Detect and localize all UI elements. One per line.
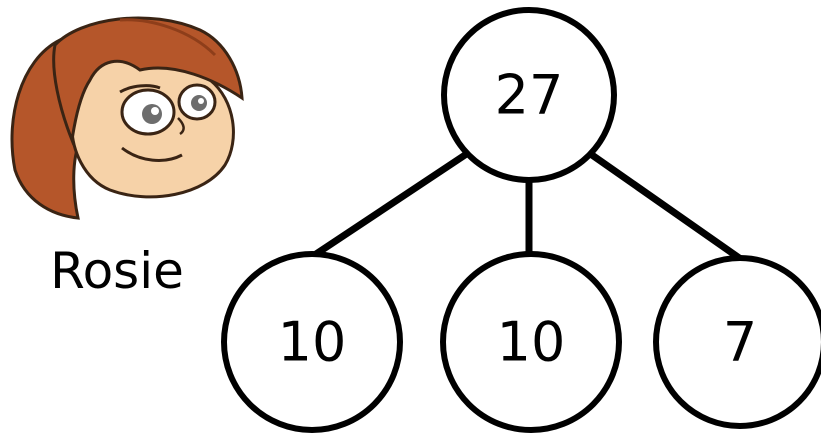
node-circle [441,7,617,183]
tree-node-root: 27 [441,7,617,183]
node-circle [653,255,821,429]
tree-edges [306,151,749,266]
node-value: 10 [278,311,347,374]
tree-node-child-1: 10 [221,251,403,433]
node-value: 27 [495,64,564,127]
girl-avatar-icon [10,16,244,220]
tree-node-child-3: 7 [653,255,821,429]
edge-root-to-child-3 [588,151,749,266]
character-name: Rosie [50,242,184,300]
tree-node-child-2: 10 [440,251,622,433]
node-circle [440,251,622,433]
edge-root-to-child-1 [306,151,469,262]
node-circle [221,251,403,433]
node-value: 10 [497,311,566,374]
node-value: 7 [723,311,757,374]
